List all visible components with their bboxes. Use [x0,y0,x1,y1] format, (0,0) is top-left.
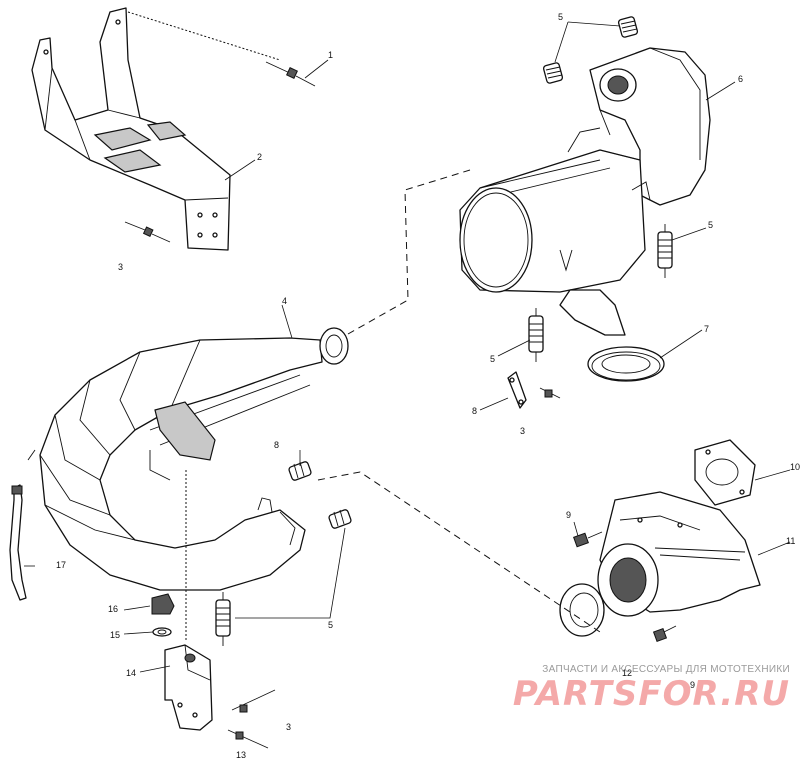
callout-2: 2 [257,152,262,162]
callout-numbers: 1 2 3 4 5 6 5 5 7 8 3 8 9 10 11 5 12 9 1… [56,12,800,760]
bolt-3-upper [124,221,171,243]
strap [9,484,27,601]
watermark-logo: PARTSFOR.RU [512,674,790,714]
callout-9: 9 [690,680,695,690]
spring-5-lower [215,592,231,646]
bolt-9 [573,531,677,643]
callout-10: 10 [790,462,800,472]
callout-3: 3 [520,426,525,436]
gasket-ring [587,346,665,382]
exhaust-flange [694,439,756,506]
callout-15: 15 [110,630,120,640]
callout-7: 7 [704,324,709,334]
callout-6: 6 [738,74,743,84]
callout-8: 8 [472,406,477,416]
callout-14: 14 [126,668,136,678]
callout-5: 5 [708,220,713,230]
callout-5: 5 [328,620,333,630]
mounting-bracket [31,7,281,251]
callout-3: 3 [286,722,291,732]
link-bracket [507,371,561,409]
y-pipe [597,491,761,617]
callout-5: 5 [558,12,563,22]
spring-5-top [542,16,639,84]
bolt-13 [227,729,269,749]
bolt-1 [265,61,316,87]
callout-1: 1 [328,50,333,60]
callout-3: 3 [118,262,123,272]
callout-11: 11 [786,536,795,546]
spring-5-right [657,224,673,278]
callout-8: 8 [274,440,279,450]
washer-15 [152,627,172,637]
lower-bracket [164,644,213,731]
spring-6-small [288,461,352,529]
callout-12: 12 [622,668,632,678]
watermark-tagline: ЗАПЧАСТИ И АКСЕССУАРЫ ДЛЯ МОТОТЕХНИКИ [542,664,790,675]
callout-16: 16 [108,604,118,614]
rubber-mount-16 [151,593,175,615]
muffler [459,47,711,336]
callout-17: 17 [56,560,66,570]
watermark: ЗАПЧАСТИ И АКСЕССУАРЫ ДЛЯ МОТОТЕХНИКИ PA… [460,664,790,713]
callout-13: 13 [236,750,246,760]
callout-4: 4 [282,296,287,306]
leader-lines [24,21,791,673]
callout-5: 5 [490,354,495,364]
spring-5-mid [528,308,544,362]
expansion-chamber [27,327,349,591]
gasket-12 [559,583,605,637]
bolt-3-lower [231,689,276,713]
callout-9: 9 [566,510,571,520]
